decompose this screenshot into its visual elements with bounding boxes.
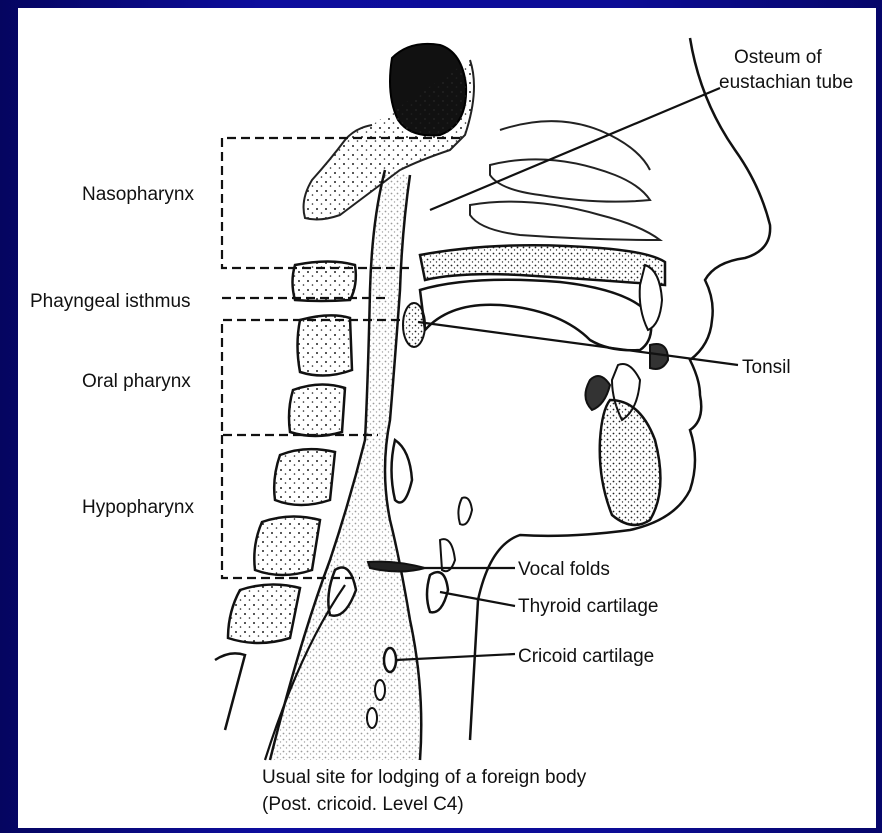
trachea-ring-2 xyxy=(367,708,377,728)
mandible xyxy=(600,400,661,525)
epiglottis xyxy=(392,440,413,503)
label-pharyngeal-isthmus: Phayngeal isthmus xyxy=(30,291,191,312)
vocal-fold-structure xyxy=(368,562,425,572)
label-foreign-body-line1: Usual site for lodging of a foreign body xyxy=(262,767,587,788)
vertebra-c5 xyxy=(254,516,320,575)
hyoid xyxy=(458,498,472,525)
vertebra-c2 xyxy=(298,315,353,375)
cricoid-cartilage-structure xyxy=(384,648,396,672)
label-hypopharynx: Hypopharynx xyxy=(82,497,194,518)
label-oral-pharynx: Oral pharynx xyxy=(82,371,191,392)
hard-palate xyxy=(420,245,665,285)
label-tonsil: Tonsil xyxy=(742,357,791,378)
trachea-ring-1 xyxy=(375,680,385,700)
vertebra-c4 xyxy=(274,449,335,505)
label-vocal-folds: Vocal folds xyxy=(518,559,610,580)
label-thyroid-cartilage: Thyroid cartilage xyxy=(518,596,658,617)
nasal-turbinate-lower xyxy=(470,202,660,240)
spine-body xyxy=(215,653,245,730)
label-osteum-line1: Osteum of xyxy=(734,47,822,68)
vertebra-c3 xyxy=(289,384,345,436)
label-foreign-body-line2: (Post. cricoid. Level C4) xyxy=(262,794,464,815)
leader-osteum xyxy=(430,88,720,210)
thyroid-cartilage-lower xyxy=(440,539,455,571)
tongue xyxy=(420,280,651,351)
lip-upper xyxy=(650,344,668,369)
nasal-turbinate-middle xyxy=(490,159,650,201)
label-nasopharynx: Nasopharynx xyxy=(82,184,194,205)
label-osteum-line2: eustachian tube xyxy=(719,72,853,93)
vertebra-c6 xyxy=(228,584,300,643)
tonsil-structure xyxy=(403,303,425,347)
label-cricoid-cartilage: Cricoid cartilage xyxy=(518,646,654,667)
